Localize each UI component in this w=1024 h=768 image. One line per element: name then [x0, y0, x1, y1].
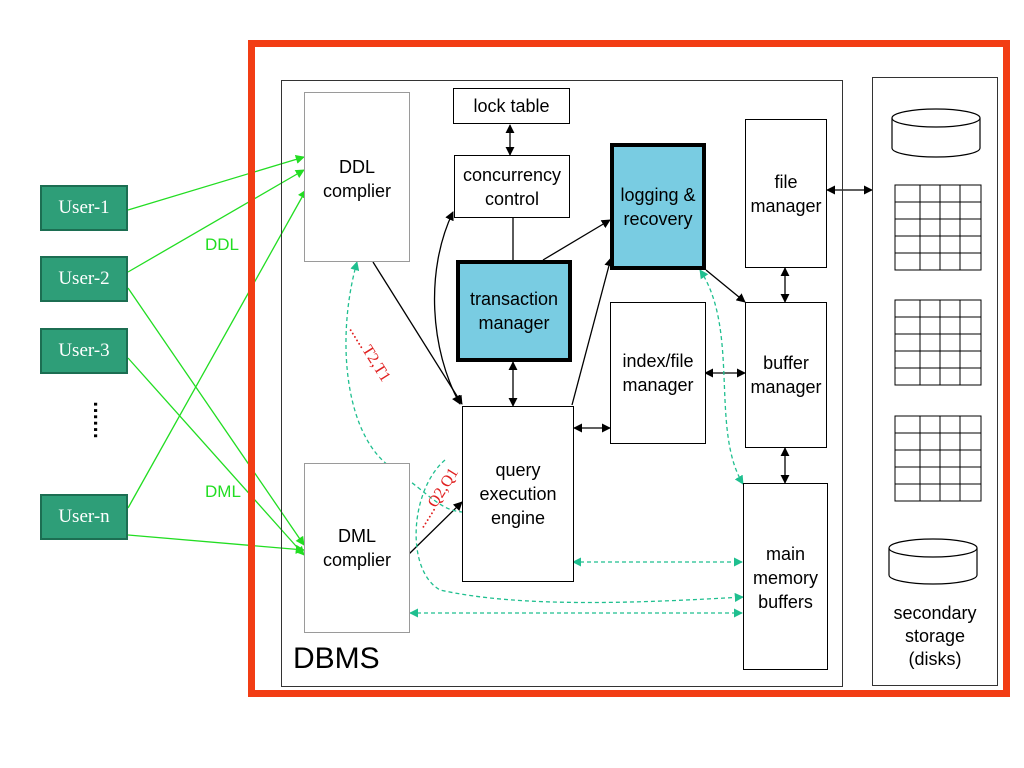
main-memory-buffers-label: main memory buffers	[752, 544, 818, 612]
user-arrows	[127, 155, 307, 556]
transaction-manager-box: transaction manager	[456, 260, 572, 362]
file-manager-box: file manager	[745, 119, 827, 268]
user-2-label: User-2	[58, 268, 110, 289]
user-2-box: User-2	[40, 256, 128, 302]
ddl-label: DDL	[205, 235, 240, 254]
secondary-storage-label: secondary storage (disks)	[893, 603, 977, 669]
ddl-compiler-label: DDL complier	[322, 157, 392, 201]
dbms-core-panel	[281, 80, 843, 687]
dml-compiler-label: DML complier	[322, 526, 392, 570]
dbms-label: DBMS	[293, 642, 380, 675]
user-1-label: User-1	[58, 197, 110, 218]
lock-table-label: lock table	[473, 96, 550, 116]
lock-table-box: lock table	[453, 88, 570, 124]
ddl-compiler-box: DDL complier	[304, 92, 410, 262]
query-execution-engine-label: query execution engine	[479, 460, 557, 528]
main-memory-buffers-box: main memory buffers	[743, 483, 828, 670]
logging-recovery-box: logging & recovery	[610, 143, 706, 270]
buffer-manager-label: buffer manager	[750, 353, 822, 397]
buffer-manager-box: buffer manager	[745, 302, 827, 448]
index-file-manager-label: index/file manager	[622, 351, 694, 395]
secondary-storage-panel	[872, 77, 998, 686]
user-n-box: User-n	[40, 494, 128, 540]
user-1-box: User-1	[40, 185, 128, 231]
logging-recovery-label: logging & recovery	[620, 184, 696, 229]
index-file-manager-box: index/file manager	[610, 302, 706, 444]
user-3-label: User-3	[58, 340, 110, 361]
user-n-label: User-n	[58, 506, 110, 527]
dml-label: DML	[205, 482, 241, 501]
transaction-manager-label: transaction manager	[469, 289, 559, 333]
disk-tables	[894, 184, 982, 502]
dml-compiler-box: DML complier	[304, 463, 410, 633]
file-manager-label: file manager	[750, 171, 822, 216]
users-ellipsis: ......	[87, 400, 120, 439]
buffer-arrows	[345, 261, 744, 618]
user-3-box: User-3	[40, 328, 128, 374]
query-execution-engine-box: query execution engine	[462, 406, 574, 582]
concurrency-control-box: concurrency control	[454, 155, 570, 218]
disk-cylinders	[888, 108, 981, 585]
concurrency-control-label: concurrency control	[462, 164, 562, 209]
